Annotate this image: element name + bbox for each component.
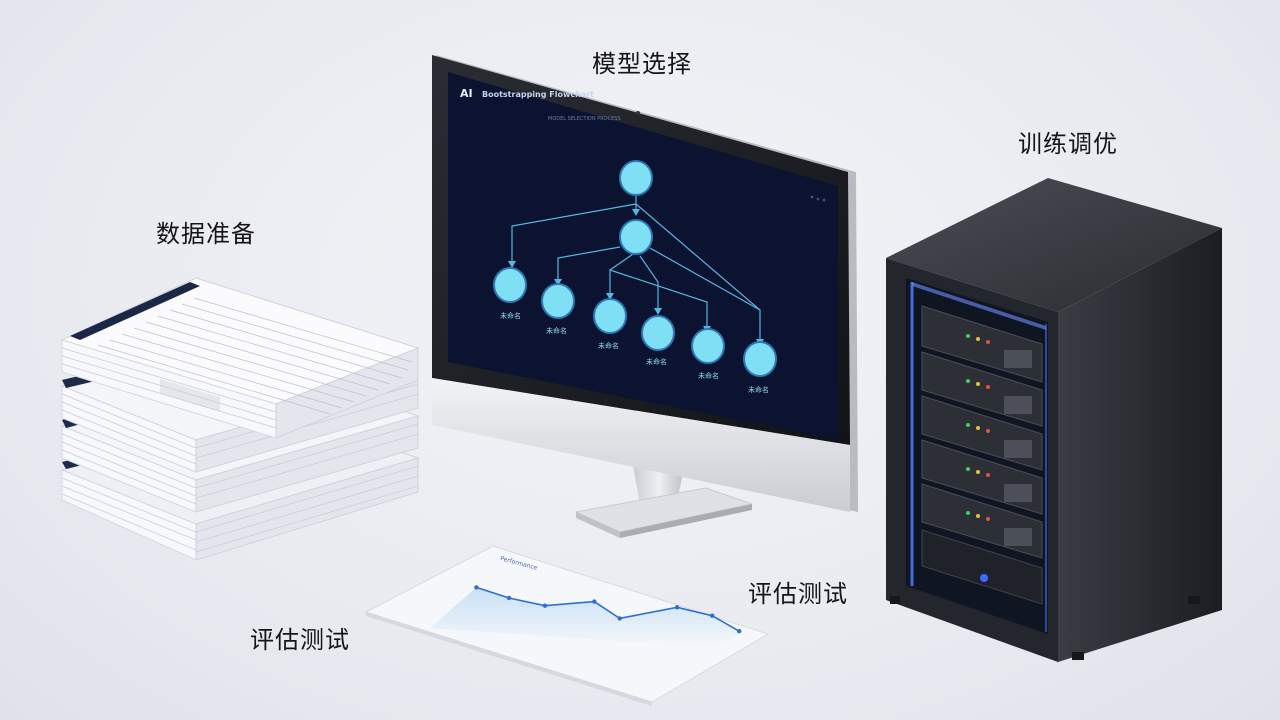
data-point <box>542 603 548 608</box>
line-chart <box>430 585 742 648</box>
node-root <box>619 160 653 196</box>
node-label: 未命名 <box>546 326 567 335</box>
data-point <box>474 585 479 590</box>
label-evaluation-left: 评估测试 <box>250 626 350 654</box>
document-stack <box>60 277 420 561</box>
monitor <box>432 55 858 538</box>
node-label: 未命名 <box>698 371 719 380</box>
flowchart: AI Bootstrapping Flowchart MODEL SELECTI… <box>460 87 826 394</box>
label-evaluation-right: 评估测试 <box>748 580 848 608</box>
node-label: 未命名 <box>598 341 619 350</box>
node-leaf <box>541 283 575 319</box>
status-leds <box>966 334 990 582</box>
chart-sheet: Performance <box>364 545 770 706</box>
data-point <box>674 605 680 610</box>
power-led <box>980 574 988 582</box>
node-label: 未命名 <box>646 357 667 366</box>
data-point <box>710 613 715 618</box>
node-leaf <box>593 298 627 334</box>
node-leaf <box>641 315 675 351</box>
label-model-selection: 模型选择 <box>592 50 692 78</box>
flow-edges <box>511 195 761 343</box>
screen-title: Bootstrapping Flowchart <box>482 90 594 99</box>
screen <box>448 72 838 440</box>
chart-area-fill <box>430 587 740 648</box>
window-controls <box>810 195 826 202</box>
label-training-tuning: 训练调优 <box>1018 130 1118 158</box>
node-leaf <box>743 341 777 377</box>
data-point <box>737 629 742 634</box>
screen-subtitle: MODEL SELECTION PROCESS <box>548 116 621 122</box>
data-point <box>506 595 512 601</box>
node-leaf <box>691 328 725 364</box>
data-point <box>617 616 622 621</box>
node-label: 未命名 <box>748 385 769 394</box>
node-leaf <box>493 267 527 303</box>
server-rack <box>886 178 1222 662</box>
label-data-prep: 数据准备 <box>156 220 256 248</box>
node-branch <box>619 219 653 255</box>
vent-grilles <box>1004 350 1032 546</box>
brand-logo: AI <box>460 87 473 100</box>
data-point <box>592 599 597 604</box>
flow-nodes <box>493 160 777 377</box>
node-label: 未命名 <box>500 311 521 320</box>
series-line <box>476 586 740 632</box>
